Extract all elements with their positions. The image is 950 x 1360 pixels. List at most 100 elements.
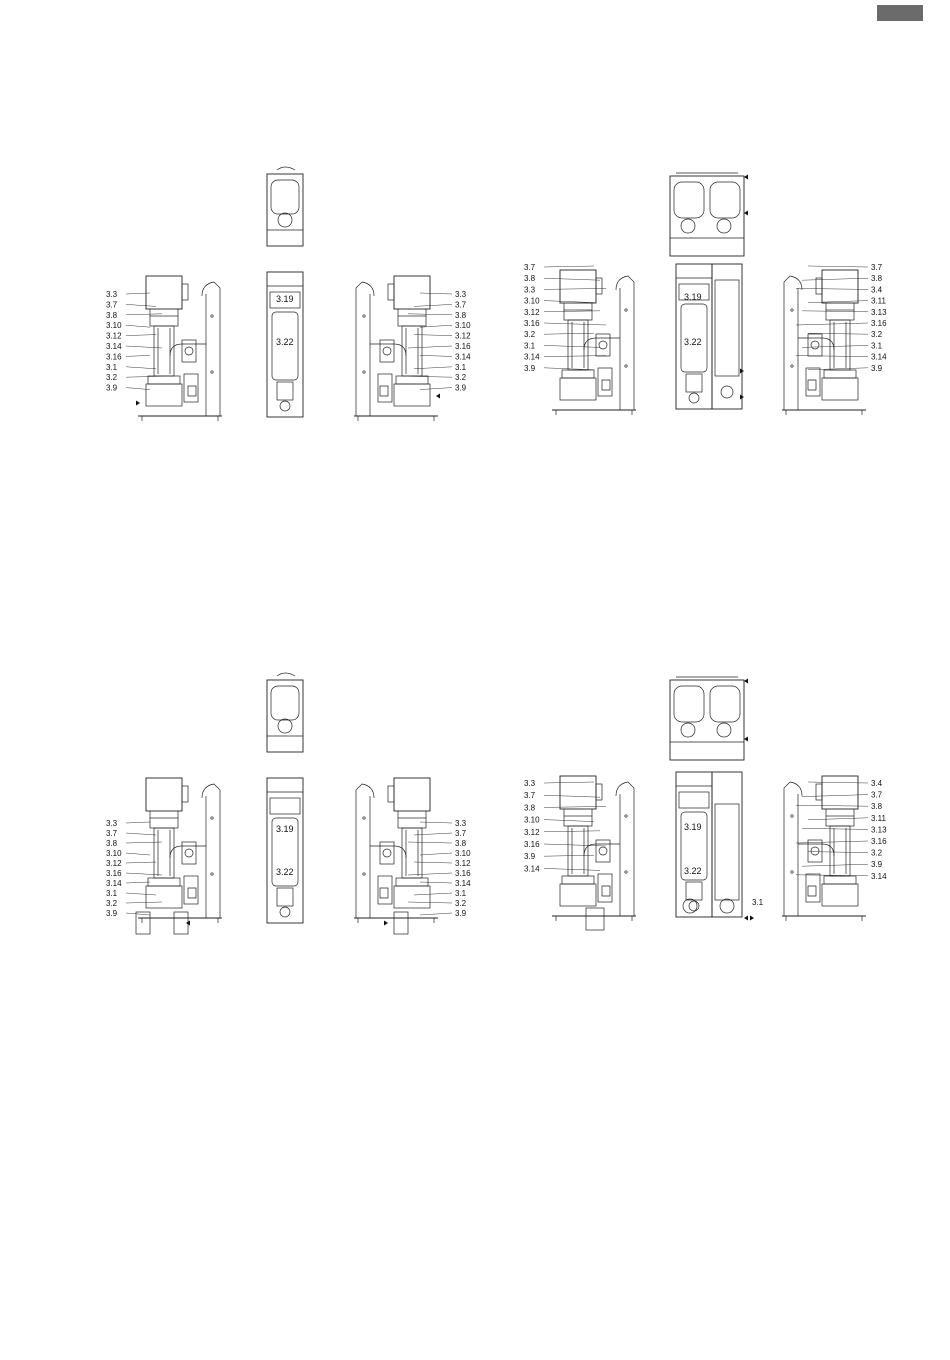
callout-leader-line [795, 874, 869, 877]
callout-label: 3.2 [455, 373, 467, 382]
callout-leader-line [543, 806, 607, 808]
callout-leader-line [125, 892, 157, 896]
callout-leader-line [413, 334, 453, 336]
callout-leader-line [801, 277, 869, 281]
callout-label: 3.7 [106, 829, 118, 838]
callout-label: 3.12 [106, 859, 122, 868]
callout-label: 3.14 [455, 879, 471, 888]
callout-label: 3.9 [871, 364, 883, 373]
callout-leader-line [125, 821, 151, 824]
callout-leader-line [543, 310, 601, 313]
callout-label: 3.4 [871, 779, 883, 788]
fig1-top-view [266, 166, 304, 247]
callout-label: 3.16 [106, 352, 122, 361]
callout-label: 3.16 [455, 342, 471, 351]
callout-leader-line [419, 821, 453, 824]
callout-label: 3.8 [106, 839, 118, 848]
callout-leader-line [795, 840, 869, 844]
fig2-left-side-view [551, 269, 637, 416]
callout-label: 3.1 [524, 341, 536, 350]
callout-leader-line [125, 355, 151, 357]
callout-label: 3.2 [871, 330, 883, 339]
callout-leader-line [413, 304, 453, 307]
callout-leader-line [801, 863, 869, 867]
callout-leader-line [543, 367, 595, 371]
callout-leader-line [801, 794, 869, 797]
callout-leader-line [125, 912, 151, 916]
callout-label: 3.1 [455, 363, 467, 372]
callout-leader-line [543, 288, 607, 290]
fig2-tank-label-3-19: 3.19 [684, 292, 702, 302]
callout-label: 3.3 [106, 290, 118, 299]
callout-leader-line [807, 781, 869, 784]
callout-label: 3.10 [455, 849, 471, 858]
callout-leader-line [801, 345, 869, 348]
callout-label: 3.10 [106, 849, 122, 858]
fig4-mid-label: 3.1 [752, 898, 764, 907]
callout-leader-line [407, 901, 453, 904]
callout-label: 3.11 [871, 297, 887, 306]
callout-leader-line [125, 334, 157, 336]
callout-leader-line [795, 355, 869, 357]
callout-label: 3.10 [524, 816, 540, 825]
callout-leader-line [125, 901, 163, 904]
callout-leader-line [407, 375, 453, 378]
callout-label: 3.16 [524, 840, 540, 849]
fig4-tank-label-3-22: 3.22 [684, 866, 702, 876]
callout-label: 3.9 [106, 384, 118, 393]
callout-label: 3.2 [524, 330, 536, 339]
callout-leader-line [807, 265, 869, 268]
callout-label: 3.9 [871, 860, 883, 869]
fig3-front-view [266, 777, 304, 924]
callout-label: 3.8 [455, 839, 467, 848]
fig4-tank-label-3-19: 3.19 [684, 822, 702, 832]
callout-label: 3.13 [871, 825, 887, 834]
callout-leader-line [795, 322, 869, 326]
callout-label: 3.7 [524, 791, 536, 800]
callout-label: 3.12 [106, 332, 122, 341]
fig3-right-side-view [353, 777, 439, 924]
callout-label: 3.3 [524, 285, 536, 294]
callout-leader-line [543, 781, 595, 784]
callout-leader-line [419, 355, 453, 357]
callout-leader-line [419, 324, 453, 328]
callout-label: 3.1 [106, 889, 118, 898]
callout-label: 3.12 [455, 859, 471, 868]
callout-leader-line [543, 332, 595, 335]
callout-label: 3.8 [524, 274, 536, 283]
callout-label: 3.7 [455, 829, 467, 838]
callout-label: 3.7 [871, 263, 883, 272]
callout-label: 3.16 [106, 869, 122, 878]
callout-leader-line [125, 832, 157, 836]
callout-label: 3.12 [524, 828, 540, 837]
callout-leader-line [413, 861, 453, 864]
callout-leader-line [807, 300, 869, 303]
callout-leader-line [543, 300, 595, 303]
callout-leader-line [543, 277, 601, 281]
callout-leader-line [125, 366, 157, 370]
callout-leader-line [543, 830, 601, 833]
callout-leader-line [419, 387, 453, 390]
callout-label: 3.2 [106, 373, 118, 382]
page-tab-marker [877, 5, 923, 21]
callout-leader-line [125, 387, 151, 390]
callout-leader-line [795, 288, 869, 290]
callout-label: 3.3 [106, 819, 118, 828]
callout-leader-line [543, 794, 601, 798]
callout-label: 3.8 [871, 802, 883, 811]
callout-leader-line [125, 841, 163, 844]
callout-label: 3.12 [455, 332, 471, 341]
callout-leader-line [125, 881, 151, 884]
callout-label: 3.9 [524, 364, 536, 373]
callout-label: 3.14 [524, 864, 540, 873]
callout-leader-line [407, 345, 453, 349]
fig3-top-view [266, 672, 304, 753]
callout-label: 3.7 [871, 791, 883, 800]
callout-label: 3.16 [871, 837, 887, 846]
callout-leader-line [419, 881, 453, 884]
callout-label: 3.7 [524, 263, 536, 272]
callout-leader-line [801, 310, 869, 313]
fig1-right-side-view [353, 275, 439, 422]
callout-label: 3.4 [871, 285, 883, 294]
callout-leader-line [407, 313, 453, 316]
